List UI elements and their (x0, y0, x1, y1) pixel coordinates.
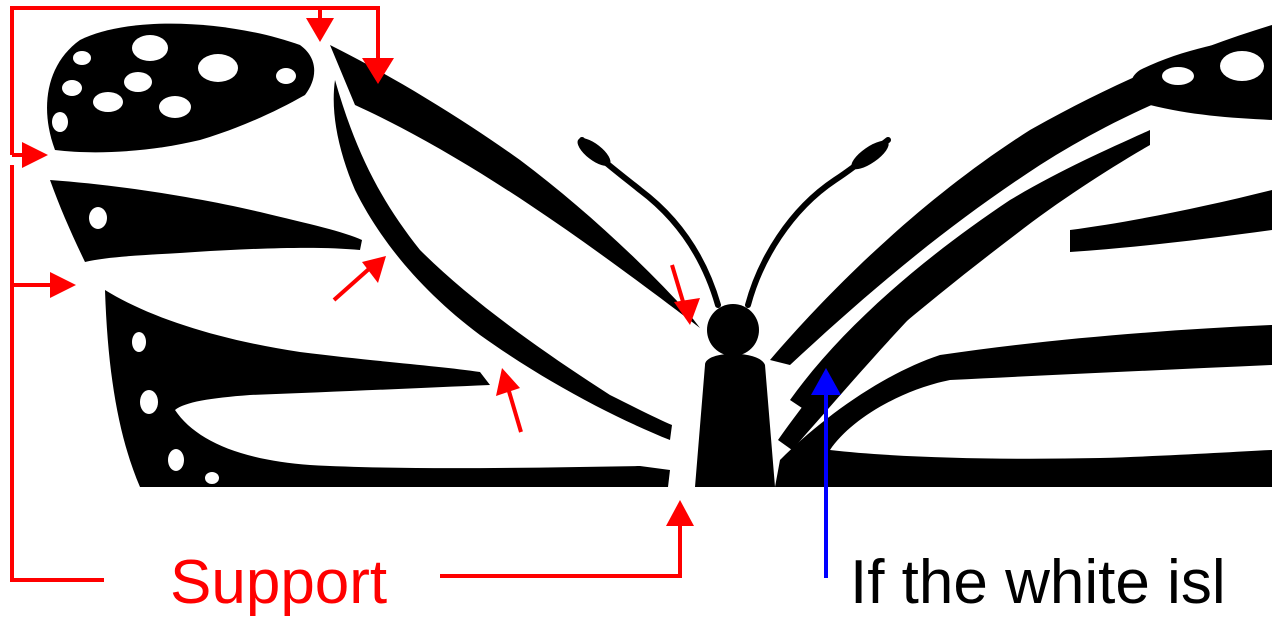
butterfly-artwork (0, 0, 1272, 589)
support-leader (334, 268, 370, 300)
antenna-right-tip (847, 136, 892, 174)
support-leader (508, 388, 521, 432)
butterfly-head (707, 304, 759, 356)
butterfly-stencil-diagram: Support If the white isl (0, 0, 1272, 589)
support-connector (440, 525, 680, 576)
arrow-head (22, 142, 48, 168)
arrow-head (674, 298, 700, 325)
antenna-left-tip (573, 133, 614, 170)
support-label: Support (170, 552, 387, 614)
butterfly-stencil (47, 24, 1272, 487)
arrow-head (50, 272, 76, 298)
arrow-head (306, 18, 334, 42)
right-forewing-cell (1070, 190, 1272, 252)
left-forewing-band (330, 45, 700, 328)
arrow-head (666, 500, 694, 526)
arrow-head (496, 368, 520, 396)
butterfly-thorax (695, 354, 775, 487)
support-bracket-top-right (320, 8, 378, 62)
left-forewing-tip (47, 24, 314, 153)
island-label: If the white isl (850, 552, 1226, 614)
wing-spot (89, 207, 107, 229)
